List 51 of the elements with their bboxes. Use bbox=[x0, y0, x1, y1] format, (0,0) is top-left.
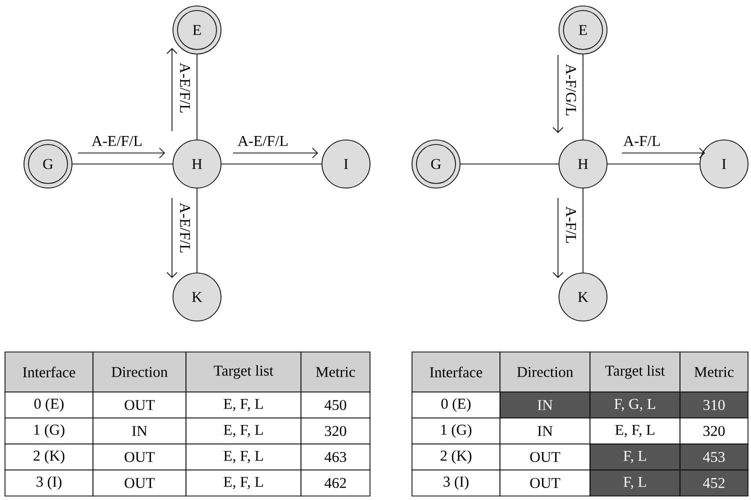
highlighted-cell: F, L bbox=[590, 470, 680, 496]
table-cell: E, F, L bbox=[186, 470, 302, 496]
highlighted-cell: IN bbox=[500, 392, 590, 418]
table-cell: OUT bbox=[92, 444, 186, 470]
edge-label: A-E/F/L bbox=[178, 62, 192, 114]
highlighted-cell: F, G, L bbox=[590, 392, 680, 418]
edge-label: A-F/L bbox=[622, 134, 662, 148]
table-cell: 2 (K) bbox=[4, 444, 94, 470]
highlighted-cell: 453 bbox=[680, 444, 748, 470]
table-header-cell: Target list bbox=[186, 352, 302, 392]
connector-line bbox=[196, 188, 198, 273]
table-cell: 1 (G) bbox=[412, 418, 500, 444]
table-cell: 450 bbox=[300, 392, 370, 418]
edge-label: A-F/L bbox=[564, 205, 578, 245]
edge-label: A-F/G/L bbox=[564, 62, 578, 118]
table-cell: 2 (K) bbox=[412, 444, 500, 470]
table-cell: IN bbox=[500, 418, 590, 444]
highlighted-cell: F, L bbox=[590, 444, 680, 470]
table-cell: 463 bbox=[300, 444, 370, 470]
table-cell: E, F, L bbox=[590, 418, 680, 444]
table-header-cell: Target list bbox=[590, 352, 680, 392]
table-cell: OUT bbox=[92, 470, 186, 496]
table-cell: 3 (I) bbox=[4, 470, 94, 496]
edge-label: A-E/F/L bbox=[90, 134, 144, 148]
table-cell: 320 bbox=[300, 418, 370, 444]
table-cell: OUT bbox=[500, 444, 590, 470]
edge-label: A-E/F/L bbox=[178, 202, 192, 254]
connector-line bbox=[582, 54, 584, 140]
table-cell: 0 (E) bbox=[412, 392, 500, 418]
table-cell: IN bbox=[92, 418, 186, 444]
table-header-cell: Direction bbox=[500, 352, 590, 392]
table-cell: E, F, L bbox=[186, 418, 302, 444]
table-cell: OUT bbox=[92, 392, 186, 418]
edge-label: A-E/F/L bbox=[236, 134, 290, 148]
table-cell: E, F, L bbox=[186, 392, 302, 418]
connector-line bbox=[582, 188, 584, 273]
table-cell: 3 (I) bbox=[412, 470, 500, 496]
connector-line bbox=[196, 54, 198, 140]
table-cell: OUT bbox=[500, 470, 590, 496]
table-header-cell: Interface bbox=[4, 352, 94, 392]
table-header-cell: Metric bbox=[300, 352, 370, 392]
table-cell: 462 bbox=[300, 470, 370, 496]
table-cell: E, F, L bbox=[186, 444, 302, 470]
table-header-cell: Interface bbox=[412, 352, 500, 392]
table-cell: 0 (E) bbox=[4, 392, 94, 418]
table-cell: 320 bbox=[680, 418, 748, 444]
highlighted-cell: 452 bbox=[680, 470, 748, 496]
highlighted-cell: 310 bbox=[680, 392, 748, 418]
table-header-cell: Direction bbox=[92, 352, 186, 392]
table-header-cell: Metric bbox=[680, 352, 748, 392]
table-cell: 1 (G) bbox=[4, 418, 94, 444]
